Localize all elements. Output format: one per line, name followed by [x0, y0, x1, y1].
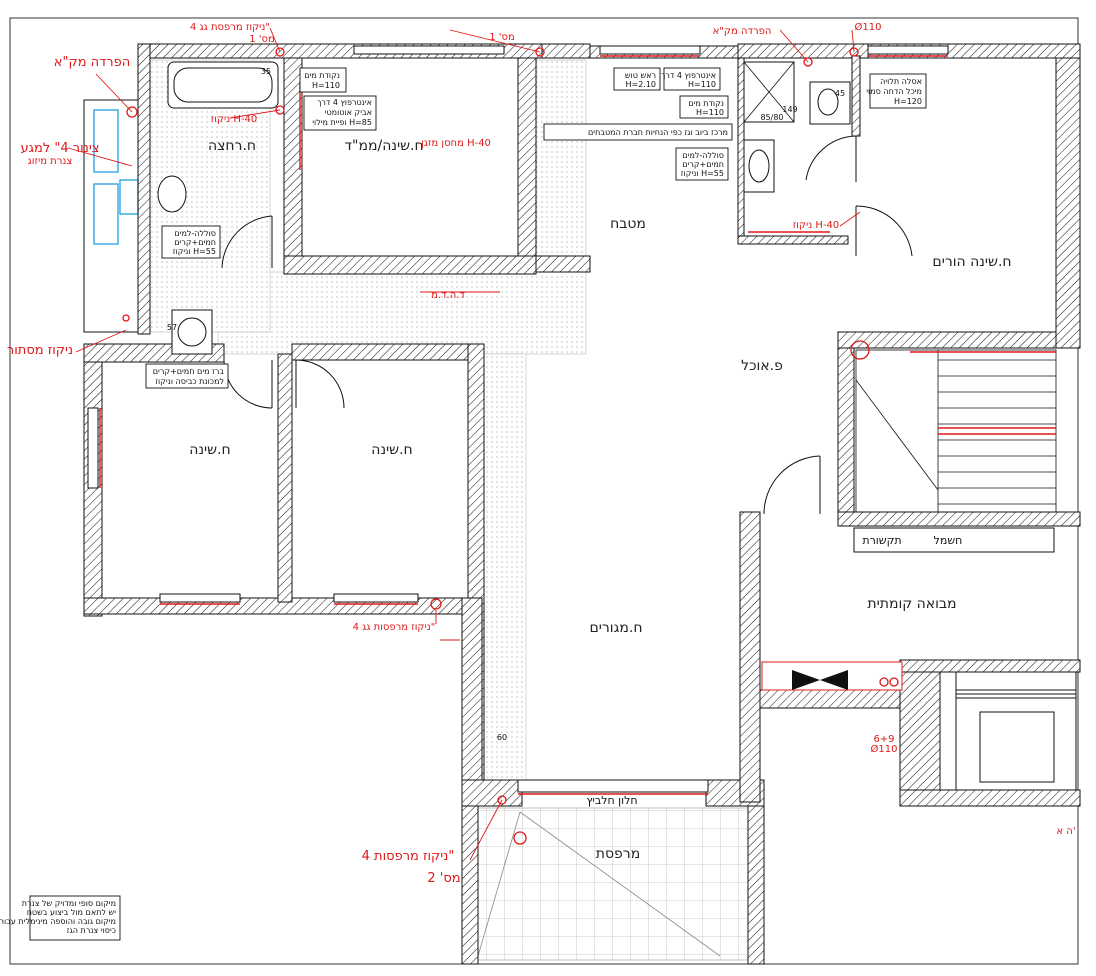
- note-washer: ברז מים חמים+קרים: [153, 367, 225, 376]
- note-sink-k: סוללה-למים: [682, 151, 724, 160]
- note-shower-head-h: H=2.10: [625, 80, 656, 89]
- note-toilet: מיכל הדחה סמוי: [866, 87, 922, 96]
- tag-110: Ø110: [871, 743, 898, 755]
- legend-note: מיקום סופי ומדויק של צנרת: [22, 899, 116, 908]
- dim-35: 35: [261, 67, 271, 76]
- note-ac-drain: ד.ה.ד.מ: [431, 290, 465, 301]
- note-water-point-2: נקודת מים: [688, 99, 724, 108]
- room-bed2: ח.שינה: [371, 442, 412, 458]
- note-pipe-4: צינור 4" למגע: [21, 141, 100, 156]
- red-accents: [99, 55, 948, 795]
- kitchen-sink: [743, 139, 775, 193]
- note-pipe-110: Ø110: [855, 21, 882, 33]
- note-intercom-k: אינטרפוץ 4 דרך: [661, 71, 716, 80]
- leader-lines: [67, 27, 861, 861]
- drain-points: [122, 47, 899, 845]
- bath-sink: [157, 175, 187, 213]
- sheet-frame: [9, 17, 1079, 965]
- room-dining: פ.אוכל: [741, 358, 783, 374]
- balcony-slope-line: [519, 811, 721, 957]
- note-drain-h40: ניקוז H-40: [793, 220, 840, 231]
- cabinet-row: [853, 527, 1055, 553]
- note-intercom: אינטרפוץ 4 דרך: [317, 98, 372, 107]
- toilet: [809, 81, 851, 125]
- bathtub: [167, 61, 279, 109]
- note-shower-head: ראש טוש: [625, 71, 656, 80]
- note-toilet: H=120: [894, 97, 922, 106]
- note-gas-center: מרכז ביוב וגז כפי הנחיות חברת המטבחים: [588, 128, 728, 137]
- shower: [743, 61, 795, 123]
- room-parents: ח.שינה הורים: [932, 254, 1011, 270]
- tag-69: 6+9: [873, 734, 894, 745]
- stair-rail: [910, 351, 1056, 435]
- balcony-floor: [475, 807, 749, 961]
- dim-45: 45: [835, 89, 845, 98]
- note-toilet: אסלה תלויה: [880, 77, 922, 86]
- note-hidden-drain: ניקוז מסתור: [7, 343, 73, 358]
- room-elec: חשמל: [934, 534, 963, 547]
- annotation-boxes: [29, 67, 927, 941]
- note-water-point-2h: H=110: [696, 108, 724, 117]
- dim-149: 149: [782, 105, 797, 114]
- note-washer: למכונת כביסה וניקוז: [155, 377, 224, 386]
- dim-60: 60: [497, 733, 507, 742]
- note-balcony-drain: ניקוז מרפסות 4": [362, 849, 455, 864]
- window-label: חלון חלביץ: [586, 794, 637, 807]
- note-intercom-k: H=110: [688, 80, 716, 89]
- note-drain-h40: ניקוז H-40: [211, 114, 258, 125]
- note-sink: סוללה-למים: [174, 229, 216, 238]
- room-bath: ח.רחצה: [208, 138, 256, 154]
- legend-note: יש לתאם מול ביצוע בשטח: [27, 908, 117, 917]
- note-sink-k: חמים+קרים: [682, 160, 724, 169]
- note-no-2: מס' 2: [427, 871, 460, 886]
- room-balcony: מרפסת: [596, 846, 640, 862]
- room-entrance: מבואה קומתית: [867, 596, 956, 612]
- note-ac-unit: מחסן מזגן H-40: [421, 138, 491, 149]
- washer: [171, 309, 213, 355]
- note-sink-k: וניקוז H=55: [681, 169, 724, 178]
- note-separation: הפרדה מק"א: [713, 26, 772, 37]
- legend-note: כיסוי צנרת הגז: [67, 926, 116, 935]
- room-comm: תקשורת: [862, 534, 901, 547]
- note-intercom: אביק אוטומטי: [325, 108, 372, 117]
- note-water-point-h: H=110: [312, 81, 340, 90]
- ac-cabinet: [93, 109, 139, 245]
- balcony-slope-line: [477, 811, 521, 957]
- valve-icon: [792, 670, 848, 690]
- dim-57: 57: [167, 323, 177, 332]
- legend-note: מיקום גובה והוספה מינימלית עבור: [0, 917, 116, 926]
- note-roof-drain: ניקוז מרפסת גג 4": [190, 22, 270, 33]
- stairs: [855, 349, 1057, 513]
- elevator: [955, 671, 1077, 791]
- shaft: [83, 99, 139, 333]
- note-pipe-4: צנרת מיזוג: [28, 156, 73, 167]
- note-sink: חמים+קרים: [174, 238, 216, 247]
- note-no-1: מס' 1: [249, 34, 275, 45]
- note-separation: הפרדה מק"א: [54, 55, 130, 70]
- note-water-point: נקודת מים: [304, 71, 340, 80]
- note-roof-drain-2: ניקוז מרפסות גג 4": [353, 622, 436, 633]
- room-mamad: ח.שינה/ממ"ד: [344, 138, 423, 154]
- room-living: ח.מגורים: [589, 620, 642, 636]
- note-cut-a: ה א': [1056, 826, 1075, 837]
- room-bed1: ח.שינה: [189, 442, 230, 458]
- note-sink: וניקוז H=55: [173, 247, 216, 256]
- note-no-1: מס' 1: [489, 32, 515, 43]
- windows: [87, 45, 949, 793]
- dim-8580: 85/80: [760, 113, 783, 122]
- note-intercom: ופיית מילוי H=85: [312, 118, 372, 127]
- room-kitchen: מטבח: [610, 216, 646, 232]
